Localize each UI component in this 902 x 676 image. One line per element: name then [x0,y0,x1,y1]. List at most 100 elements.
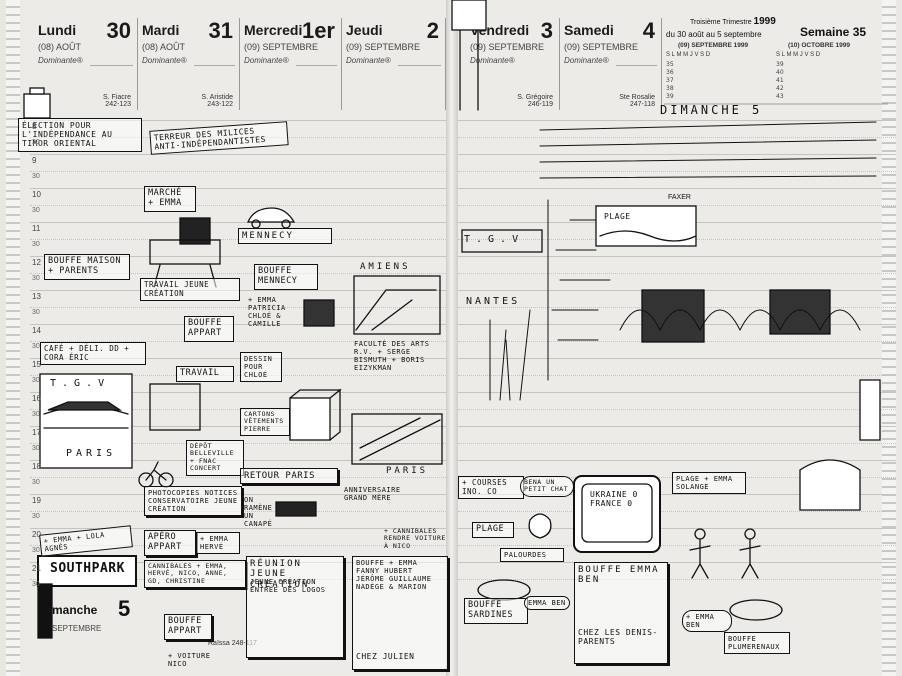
note-dimanche-5: DIMANCHE 5 [660,103,763,117]
day-number: 4 [642,18,655,43]
note-paris-left: PARIS [66,448,117,459]
note-canape: ON RAMÈNE UN CANAPÉ [244,496,273,529]
hour-line [458,137,896,138]
note-dessin-chloe: DESSIN POUR CHLOÉ [240,352,282,383]
day-month: (09) SEPTEMBRE [244,42,319,52]
hour-line [30,222,446,223]
note-faxer: FAXER [668,194,691,201]
day-name: Samedi [564,22,614,38]
hour-line [30,324,446,325]
svg-text:35: 35 [666,61,674,68]
note-bouffe-appart-sun: BOUFFE APPART [164,614,212,640]
mini-cal-october-title: (10) OCTOBRE 1999 [788,42,851,49]
hour-label: 14 [32,326,41,335]
day-header-thursday: Jeudi 2 (09) SEPTEMBRE Dominante® [342,18,446,110]
svg-text:36: 36 [666,69,674,76]
note-bouffe-appart-tue: BOUFFE APPART [184,316,234,342]
note-cannibales-thu: + CANNIBALES RENDRE VOITURE À NICO [384,527,446,550]
hour-label: 8 [32,122,37,131]
dominante-label: Dominante® [38,56,83,65]
note-bouffe-sardines: BOUFFE SARDINES [464,598,528,624]
day-number: 30 [106,18,131,43]
day-number: 1er [301,18,335,43]
mini-cal-weekdays: S L M M J V S D [666,52,711,58]
hour-line [458,375,896,376]
note-amiens: AMIENS [360,262,411,272]
half-hour-label: 30 [32,377,40,384]
note-ukraine-france: UKRAINE 0 FRANCE 0 [590,490,638,509]
hour-line [458,273,896,274]
note-southpark: SOUTHPARK [50,561,125,576]
note-marche-emma: MARCHÉ + EMMA [144,186,196,212]
day-name: Lundi [38,22,77,38]
note-nantes: NANTES [466,296,521,307]
trimestre-label: Troisième Trimestre 1999 [690,16,776,27]
day-name: Mardi [142,22,180,38]
hour-line [458,443,896,444]
hour-line [458,256,896,257]
sunday-name: Dimanche [40,603,98,617]
note-courses: + COURSES INO. CO [458,476,524,500]
note-entree-logos: JEUNE CRÉATION ENTRÉE DES LOGOS [250,578,326,595]
note-bena-chat: BENA UN PETIT CHAT [520,476,574,497]
hour-line [30,341,446,342]
day-number: 3 [540,18,553,43]
svg-text:37: 37 [666,77,674,84]
mini-calendar: (09) SEPTEMBRE 1999 (10) OCTOBRE 1999 S … [664,42,888,112]
hour-line [30,120,446,121]
dominante-label: Dominante® [470,56,515,65]
note-plage-emma-solange: PLAGE + EMMA SOLANGE [672,472,746,495]
hour-line [30,358,446,359]
note-bouffe-thu: BOUFFE + EMMA FANNY HUBERT JÉRÔME GUILLA… [352,556,448,670]
hour-line [30,409,446,410]
hour-label: 17 [32,428,41,437]
day-name: Mercredi [244,22,303,38]
note-travail-2: TRAVAIL [176,366,234,382]
hour-line [458,171,896,172]
note-anniversaire: ANNIVERSAIRE GRAND MÈRE [344,486,401,503]
hour-line [30,154,446,155]
note-bouffe-plumerenaux: BOUFFE PLUMERENAUX [724,632,790,655]
note-reunion-jeune-creation: RÉUNION JEUNE CRÉATION [246,556,344,658]
half-hour-label: 30 [32,581,40,588]
half-hour-label: 30 [32,173,40,180]
hour-line [458,545,896,546]
note-emma-ben-sun: + EMMA BEN [682,610,732,633]
note-election-timor: ÉLECTION POUR L'INDÉPENDANCE AU TIMOR OR… [18,118,142,152]
half-hour-label: 30 [32,309,40,316]
note-cartons: CARTONS VÊTEMENTS PIERRE [240,408,290,437]
note-retour-paris: RETOUR PARIS [240,468,338,485]
half-hour-label: 30 [32,411,40,418]
half-hour-label: 30 [32,445,40,452]
note-cafe: CAFÉ + DÉLI. DD + CORA ÉRIC [40,342,146,366]
hour-line [30,375,446,376]
hour-line [458,120,896,121]
book-gutter [446,0,458,676]
dominante-label: Dominante® [346,56,391,65]
hour-line [458,528,896,529]
svg-text:40: 40 [776,69,784,76]
hour-label: 18 [32,462,41,471]
note-voiture-nico: + VOITURE NICO [168,652,211,669]
dominante-label: Dominante® [244,56,289,65]
svg-text:39: 39 [666,93,674,100]
note-tgv-left: T.G.V [50,378,111,389]
note-bouffe-mennecy: BOUFFE MENNECY [254,264,318,290]
hour-label: 11 [32,224,41,233]
hour-line [458,511,896,512]
sunday-month: SEPTEMBRE [52,624,102,633]
hour-label: 9 [32,156,37,165]
note-tgv-right: T.G.V [464,234,525,245]
hour-line [30,392,446,393]
half-hour-label: 30 [32,479,40,486]
hour-line [458,154,896,155]
hour-label: 21 [32,564,41,573]
hour-line [458,392,896,393]
half-hour-label: 30 [32,207,40,214]
spiral-binding-left [6,0,20,676]
note-bouffe-maison: BOUFFE MAISON + PARENTS [44,254,130,280]
day-month: (09) SEPTEMBRE [564,42,639,52]
